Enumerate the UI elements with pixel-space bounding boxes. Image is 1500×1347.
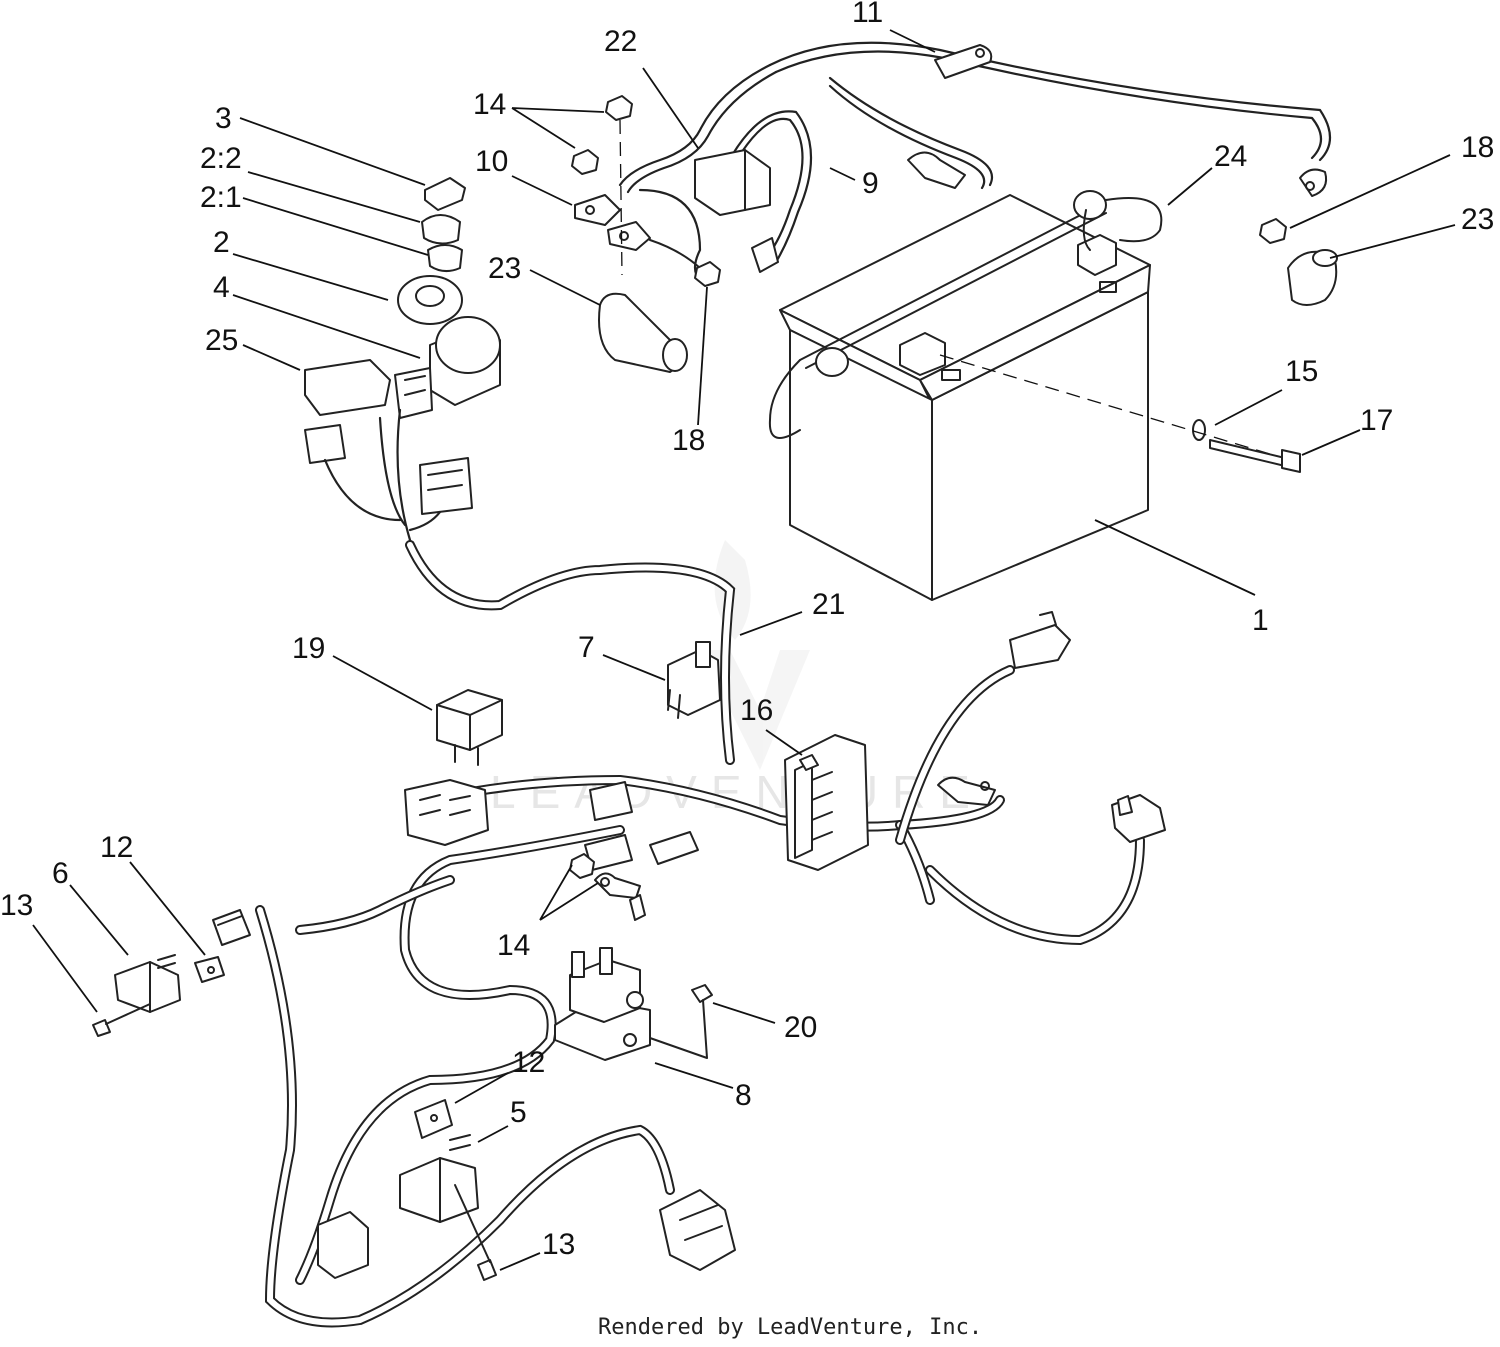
callout-13-upper: 13 bbox=[0, 889, 33, 922]
callout-3: 3 bbox=[215, 102, 232, 135]
callout-8: 8 bbox=[735, 1079, 752, 1112]
callout-18-left: 18 bbox=[672, 424, 705, 457]
render-credit: Rendered by LeadVenture, Inc. bbox=[598, 1315, 982, 1340]
callout-25: 25 bbox=[205, 324, 238, 357]
battery bbox=[768, 190, 1163, 601]
callout-19: 19 bbox=[292, 632, 325, 665]
callout-12-upper: 12 bbox=[100, 831, 133, 864]
callout-12-lower: 12 bbox=[512, 1046, 545, 1079]
callout-11: 11 bbox=[852, 0, 883, 29]
callout-6: 6 bbox=[52, 857, 69, 890]
watermark-text: LEADVENTURE bbox=[490, 766, 984, 818]
callout-labels: 1 2 2:1 2:2 3 4 5 6 7 8 9 10 11 12 12 13… bbox=[0, 0, 1494, 1261]
callout-20: 20 bbox=[784, 1011, 817, 1044]
callout-15: 15 bbox=[1285, 355, 1318, 388]
callout-2-2: 2:2 bbox=[200, 142, 242, 175]
callout-9: 9 bbox=[862, 167, 879, 200]
main-harness bbox=[255, 540, 1145, 1328]
callout-24: 24 bbox=[1214, 140, 1247, 173]
callout-2: 2 bbox=[213, 226, 230, 259]
callout-17: 17 bbox=[1360, 404, 1393, 437]
callout-14-lower: 14 bbox=[497, 929, 530, 962]
watermark-logo bbox=[700, 540, 810, 770]
callout-4: 4 bbox=[213, 271, 230, 304]
screw-16 bbox=[799, 754, 819, 771]
callout-2-1: 2:1 bbox=[200, 181, 242, 214]
callout-22: 22 bbox=[604, 25, 637, 58]
callout-10: 10 bbox=[475, 145, 508, 178]
callout-18-right: 18 bbox=[1461, 131, 1494, 164]
switches bbox=[92, 641, 721, 1281]
callout-23-right: 23 bbox=[1461, 203, 1494, 236]
callout-21: 21 bbox=[812, 588, 845, 621]
hardware-top bbox=[571, 95, 1338, 473]
callout-14-upper: 14 bbox=[473, 88, 506, 121]
callout-1: 1 bbox=[1252, 604, 1269, 637]
callout-23-left: 23 bbox=[488, 252, 521, 285]
callout-13-lower: 13 bbox=[542, 1228, 575, 1261]
callout-16: 16 bbox=[740, 694, 773, 727]
ignition-switch-cluster bbox=[304, 177, 501, 542]
callout-5: 5 bbox=[510, 1096, 527, 1129]
leader-lines bbox=[32, 29, 1456, 1271]
callout-7: 7 bbox=[578, 631, 595, 664]
battery-cables bbox=[574, 41, 1332, 282]
